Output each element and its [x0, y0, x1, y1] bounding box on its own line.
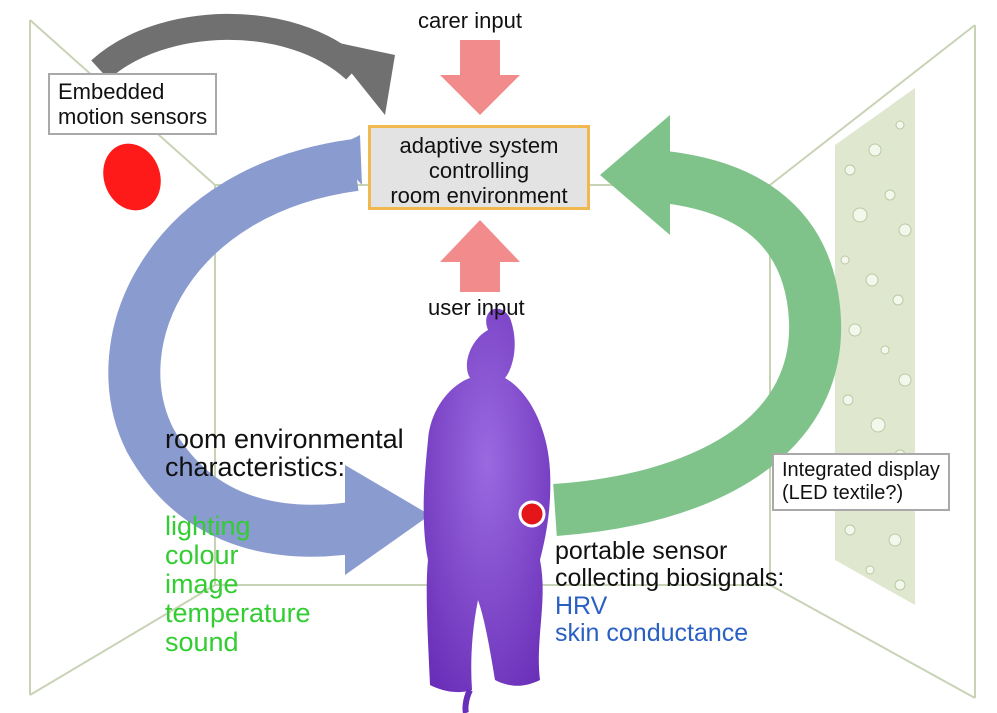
- user-input-label: user input: [428, 295, 525, 320]
- integrated-display-box: Integrated display (LED textile?): [772, 453, 950, 511]
- portable-sensor-title-line-2: collecting biosignals:: [555, 564, 785, 592]
- portable-sensor-title: portable sensor collecting biosignals:: [555, 538, 784, 592]
- adaptive-system-box: adaptive system controlling room environ…: [368, 125, 590, 210]
- biosignal-item: skin conductance: [555, 619, 749, 647]
- motion-sensor-dot-icon: [103, 143, 161, 211]
- sensor-arrow: [91, 13, 395, 115]
- biosignals-list: HRV skin conductance: [555, 593, 748, 647]
- characteristic-item: sound: [165, 627, 239, 657]
- characteristic-item: colour: [165, 540, 239, 570]
- biosignal-item: HRV: [555, 592, 608, 620]
- motion-sensors-box: Embedded motion sensors: [48, 73, 218, 135]
- room-characteristics-list: lighting colour image temperature sound: [165, 512, 311, 657]
- integrated-display-line-1: Integrated display: [782, 459, 940, 481]
- adaptive-system-line-2: controlling: [428, 158, 530, 183]
- portable-sensor-title-line-1: portable sensor: [555, 537, 728, 565]
- wearable-sensor-dot-icon: [518, 500, 546, 528]
- output-loop-arrow: [108, 135, 430, 575]
- room-characteristics-title-line-1: room environmental: [165, 424, 404, 454]
- adaptive-system-line-1: adaptive system: [399, 133, 559, 158]
- adaptive-system-line-3: room environment: [390, 183, 568, 208]
- motion-sensors-line-1: Embedded: [58, 79, 165, 104]
- room-characteristics-title: room environmental characteristics:: [165, 425, 404, 481]
- motion-sensors-line-2: motion sensors: [58, 104, 208, 129]
- characteristic-item: lighting: [165, 511, 251, 541]
- person-silhouette-icon: [423, 308, 551, 713]
- characteristic-item: temperature: [165, 598, 311, 628]
- room-characteristics-title-line-2: characteristics:: [165, 452, 346, 482]
- characteristic-item: image: [165, 569, 239, 599]
- user-input-arrow: [440, 220, 520, 292]
- led-textile-panel-icon: [835, 88, 915, 605]
- biosignal-loop-arrow: [553, 115, 842, 536]
- carer-input-label: carer input: [418, 8, 522, 33]
- integrated-display-line-2: (LED textile?): [782, 482, 904, 504]
- carer-input-arrow: [440, 40, 520, 115]
